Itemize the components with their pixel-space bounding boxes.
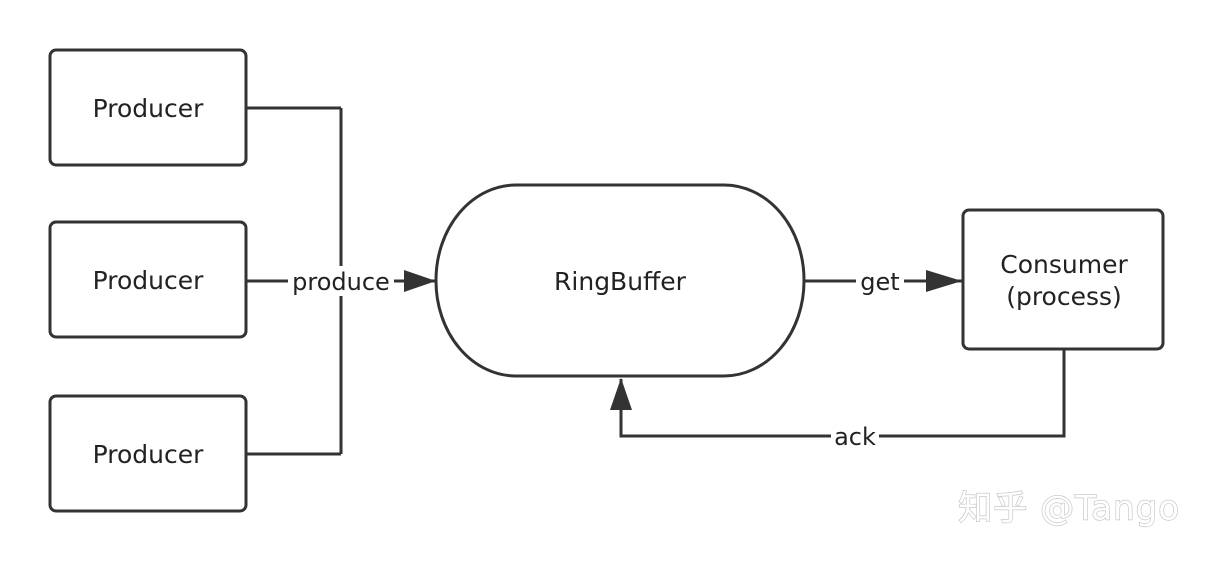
produce-edge-label: produce: [292, 268, 390, 296]
producer-label-middle: Producer: [93, 266, 205, 295]
produce-label-bg: [288, 266, 394, 296]
arrowheads: [404, 270, 962, 410]
get-arrowhead: [926, 270, 962, 292]
ack-label-bg: [831, 422, 879, 452]
producer-node-bottom[interactable]: [48, 394, 248, 513]
consumer-node-group: Consumer (process): [961, 208, 1165, 351]
ack-arrowhead: [610, 378, 632, 410]
consumer-label-line2: (process): [1006, 282, 1122, 311]
get-label-bg: [856, 266, 904, 296]
producer-node-top[interactable]: [48, 48, 248, 167]
ringbuffer-node-group: RingBuffer: [434, 183, 806, 378]
producer-nodes: Producer Producer Producer: [48, 48, 248, 513]
get-edge-label: get: [860, 268, 899, 296]
producer-label-bottom: Producer: [93, 440, 205, 469]
produce-arrowhead: [404, 270, 436, 292]
consumer-label-line1: Consumer: [1000, 250, 1128, 279]
ringbuffer-node[interactable]: [434, 183, 806, 378]
ringbuffer-label: RingBuffer: [554, 267, 687, 296]
ack-edge-label: ack: [834, 423, 876, 451]
producer-label-top: Producer: [93, 94, 205, 123]
consumer-node[interactable]: [961, 208, 1165, 351]
watermark: 知乎 @Tango: [958, 489, 1180, 529]
producer-node-middle[interactable]: [48, 220, 248, 339]
edge-labels: produce get ack: [288, 266, 904, 452]
